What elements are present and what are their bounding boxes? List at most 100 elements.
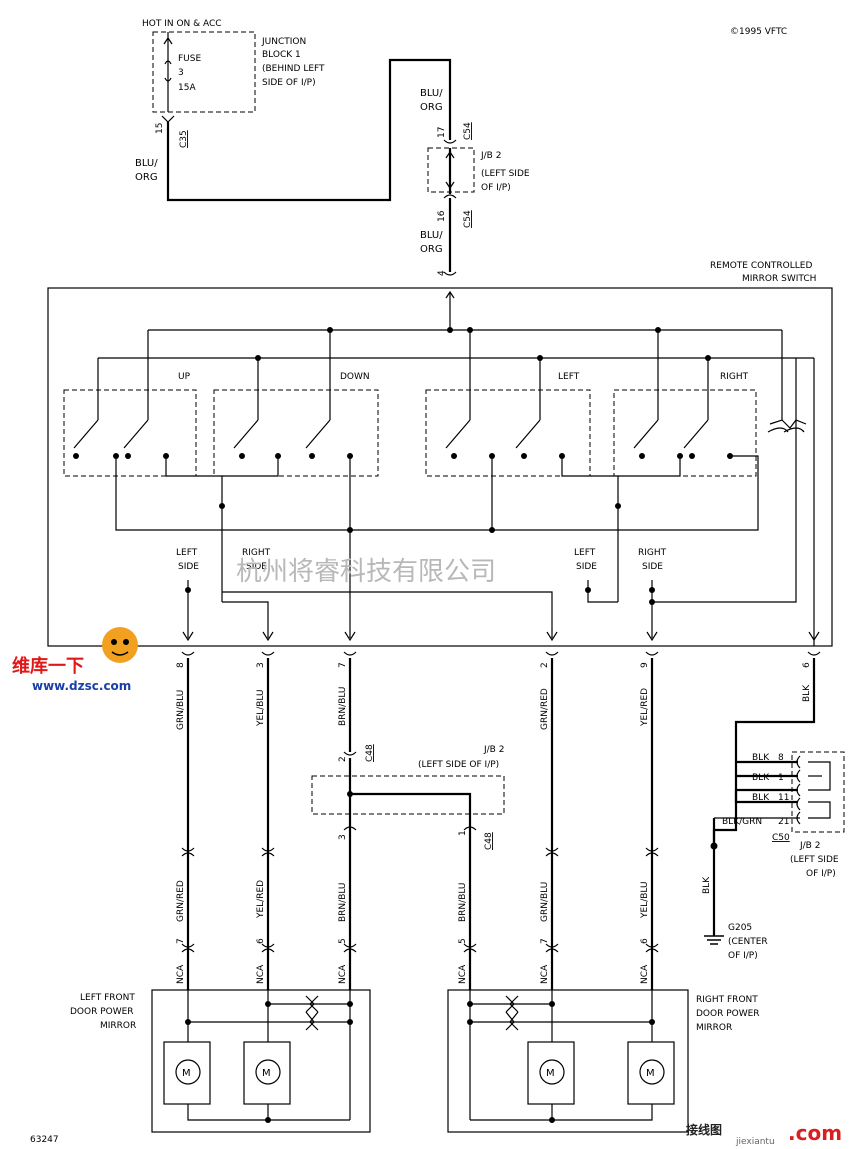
watermark: 杭州将睿科技有限公司 bbox=[236, 557, 496, 587]
wire-color: YEL/RED bbox=[256, 880, 266, 919]
wire-color: YEL/BLU bbox=[256, 689, 266, 727]
switch-down bbox=[213, 389, 379, 477]
right-mirror-label: DOOR POWER bbox=[696, 1009, 760, 1019]
switch-right-label: RIGHT bbox=[720, 372, 749, 382]
motor-icon bbox=[255, 1059, 281, 1085]
switch-pin: 4 bbox=[437, 270, 447, 276]
side-select-label: SIDE bbox=[642, 562, 663, 572]
c50-row: BLK bbox=[752, 753, 770, 763]
site-com: .com bbox=[788, 1121, 842, 1145]
terminal-arrow bbox=[163, 36, 173, 45]
switch-title: MIRROR SWITCH bbox=[742, 274, 816, 284]
wire-pin: 7 bbox=[338, 662, 348, 668]
right-mirror-dots bbox=[467, 1001, 655, 1123]
wire-color: BLU/ bbox=[420, 88, 443, 99]
c50-pin: 21 bbox=[778, 817, 789, 827]
wire-color: GRN/BLU bbox=[540, 882, 550, 922]
wire-pin: 3 bbox=[256, 662, 266, 668]
right-mirror-label: RIGHT FRONT bbox=[696, 995, 758, 1005]
bottom-pin-labels: 7 6 5 5 7 6 NCA NCA NCA NCA NCA NCA bbox=[176, 938, 650, 984]
side-select-label: SIDE bbox=[576, 562, 597, 572]
switch-output-arrows bbox=[182, 631, 820, 642]
wire-color: BLU/ bbox=[135, 158, 158, 169]
svg-text:www.dzsc.com: www.dzsc.com bbox=[32, 679, 131, 693]
motor-icon bbox=[539, 1059, 565, 1085]
c50-row: BLK bbox=[752, 793, 770, 803]
c48-wiring bbox=[348, 758, 472, 990]
jb2-c48-block bbox=[311, 775, 505, 815]
motor-label: M bbox=[646, 1068, 655, 1079]
junction-block-label: (BEHIND LEFT bbox=[262, 64, 325, 74]
c50-label: C50 bbox=[772, 833, 790, 843]
fuse-number: 3 bbox=[178, 68, 184, 78]
svg-text:维库一下: 维库一下 bbox=[12, 655, 84, 677]
c50-pin: 11 bbox=[778, 793, 789, 803]
connector-c54 bbox=[443, 194, 457, 199]
svg-text:5: 5 bbox=[338, 938, 348, 944]
c54-label: C54 bbox=[463, 122, 473, 140]
wire-color: YEL/BLU bbox=[640, 881, 650, 919]
switch-title: REMOTE CONTROLLED bbox=[710, 261, 812, 271]
svg-text:NCA: NCA bbox=[338, 964, 348, 984]
jb2-label: (LEFT SIDE bbox=[481, 169, 530, 179]
c50-jb2: J/B 2 bbox=[799, 841, 820, 851]
fuse-rating: 15A bbox=[178, 83, 196, 93]
c50-jb2: (LEFT SIDE bbox=[790, 855, 839, 865]
c48-label: C48 bbox=[365, 744, 375, 762]
internal-junction-dots bbox=[185, 503, 655, 605]
c54-pin: 17 bbox=[437, 127, 447, 138]
c50-jb2: OF I/P) bbox=[806, 869, 836, 879]
c50-row: BLK bbox=[752, 773, 770, 783]
wire-color: YEL/RED bbox=[640, 688, 650, 727]
c35-pin: 15 bbox=[155, 123, 165, 134]
fuse-label: FUSE bbox=[178, 54, 201, 64]
c54-pin: 16 bbox=[437, 210, 447, 222]
left-mirror-box bbox=[151, 989, 371, 1133]
c50-internal bbox=[796, 755, 831, 825]
wire-pin: 9 bbox=[640, 662, 650, 668]
site-brand: 接线图 bbox=[686, 1122, 722, 1137]
harness-connectors-top bbox=[181, 651, 821, 656]
blu-org-wire bbox=[166, 58, 452, 202]
c35-label: C35 bbox=[179, 130, 189, 148]
junction-block-label: JUNCTION bbox=[261, 37, 306, 47]
connector-c48 bbox=[343, 751, 357, 756]
svg-text:6: 6 bbox=[256, 938, 266, 944]
c50-pin: 1 bbox=[778, 773, 784, 783]
wire-pin: 8 bbox=[176, 662, 186, 668]
ground-label: (CENTER bbox=[728, 937, 768, 947]
ground-label: G205 bbox=[728, 923, 752, 933]
switch-up bbox=[63, 389, 197, 477]
svg-text:NCA: NCA bbox=[256, 964, 266, 984]
internal-wiring bbox=[115, 420, 797, 638]
wire-color: ORG bbox=[135, 172, 158, 183]
junction-block-1 bbox=[152, 31, 256, 113]
side-select-label: LEFT bbox=[574, 548, 596, 558]
wire-pin: 6 bbox=[802, 662, 812, 668]
left-motor-box bbox=[243, 1041, 291, 1105]
junction-dot bbox=[347, 791, 353, 797]
junction-block-label: BLOCK 1 bbox=[262, 50, 301, 60]
bus-junction-dots bbox=[255, 327, 711, 361]
left-mirror-label: LEFT FRONT bbox=[80, 993, 135, 1003]
wire-color: ORG bbox=[420, 244, 443, 255]
site-url: jiexiantu bbox=[735, 1137, 775, 1147]
fuse-symbol bbox=[164, 60, 172, 65]
connector-c35 bbox=[161, 115, 175, 123]
left-mirror-dots bbox=[185, 1001, 353, 1123]
c48-jb2: (LEFT SIDE OF I/P) bbox=[418, 760, 499, 770]
hot-in-label: HOT IN ON & ACC bbox=[142, 19, 222, 29]
c48-pin: 3 bbox=[338, 834, 348, 840]
right-mirror-box bbox=[447, 989, 689, 1133]
motor-icon bbox=[175, 1059, 201, 1085]
connector-pin4 bbox=[443, 271, 457, 276]
left-mirror-label: MIRROR bbox=[100, 1021, 136, 1031]
wire-color: BLK bbox=[802, 684, 812, 702]
motor-icon bbox=[639, 1059, 665, 1085]
wire-color: BLU/ bbox=[420, 230, 443, 241]
wire-color: BRN/BLU bbox=[338, 686, 348, 726]
side-select-label: LEFT bbox=[176, 548, 198, 558]
left-motor-box bbox=[163, 1041, 211, 1105]
right-motor-box bbox=[527, 1041, 575, 1105]
